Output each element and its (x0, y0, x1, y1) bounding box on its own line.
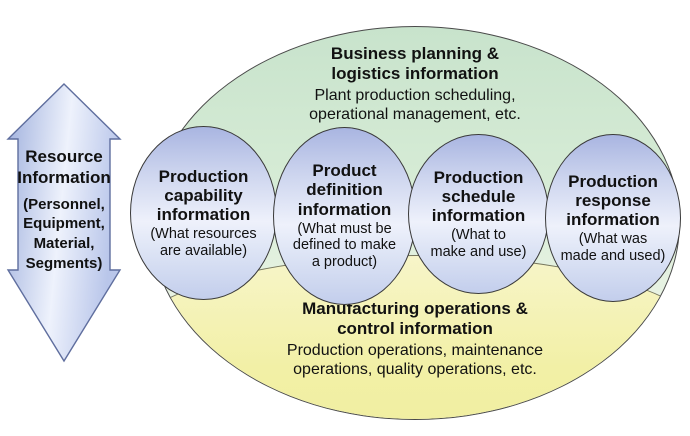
manufacturing-operations-section: Manufacturing operations & control infor… (151, 299, 679, 380)
ellipse-subtitle: (What was made and used) (560, 231, 666, 264)
production-response-ellipse: Production response information (What wa… (545, 134, 681, 302)
ellipse-title: Production capability information (156, 166, 251, 224)
resource-arrow-text: Resource Information (Personnel, Equipme… (4, 146, 124, 274)
business-planning-title: Business planning & logistics informatio… (330, 44, 500, 84)
ellipse-subtitle: (What must be defined to make a product) (292, 220, 397, 271)
double-vertical-arrow-icon (6, 83, 122, 363)
production-schedule-ellipse: Production schedule information (What to… (408, 134, 549, 294)
business-planning-section: Business planning & logistics informatio… (151, 44, 679, 125)
product-definition-ellipse: Product definition information (What mus… (273, 127, 416, 305)
manufacturing-operations-title: Manufacturing operations & control infor… (302, 299, 528, 339)
resource-arrow-subtitle: (Personnel, Equipment, Material, Segment… (23, 195, 105, 273)
ellipse-subtitle: (What resources are available) (150, 226, 257, 259)
ellipse-title: Production schedule information (431, 167, 526, 225)
business-planning-subtitle: Plant production scheduling, operational… (309, 86, 521, 123)
ellipse-subtitle: (What to make and use) (430, 227, 527, 260)
production-capability-ellipse: Production capability information (What … (130, 126, 277, 300)
ellipse-title: Production response information (566, 171, 660, 229)
manufacturing-operations-subtitle: Production operations, maintenance opera… (286, 341, 544, 378)
resource-information-arrow: Resource Information (Personnel, Equipme… (4, 82, 124, 364)
resource-arrow-title: Resource Information (17, 147, 111, 188)
ellipse-title: Product definition information (297, 161, 392, 219)
